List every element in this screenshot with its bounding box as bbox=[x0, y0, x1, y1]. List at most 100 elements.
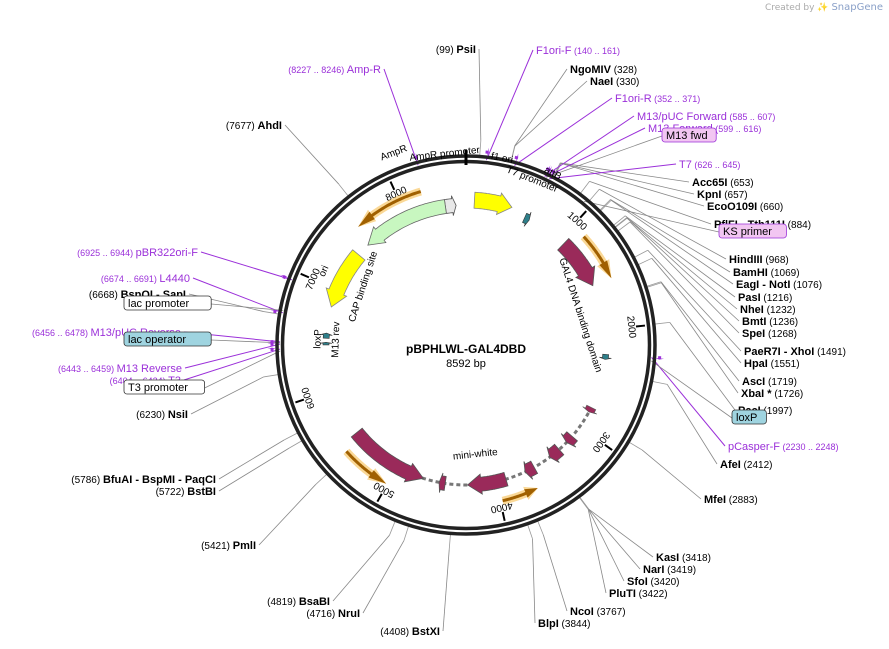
primer-leader bbox=[545, 127, 646, 178]
box-loxp bbox=[731, 409, 767, 425]
enzyme-label-ahdi-position: (7677) bbox=[226, 121, 258, 132]
enzyme-label-pflfi-tth111i-position: (884) bbox=[785, 220, 811, 231]
enzyme-label-pasi: PasI (1216) bbox=[738, 292, 792, 304]
enzyme-label-nrui: (4716) NruI bbox=[306, 608, 360, 620]
enzyme-stub bbox=[288, 439, 303, 449]
enzyme-label-spei-leader bbox=[629, 221, 740, 334]
enzyme-label-pmli: (5421) PmlI bbox=[201, 540, 256, 552]
enzyme-stub bbox=[315, 473, 328, 485]
enzyme-label-ngomiv-position: (328) bbox=[611, 65, 637, 76]
enzyme-label-paer7i-xhoi-position: (1491) bbox=[814, 347, 846, 358]
boxed-leader bbox=[211, 339, 281, 344]
enzyme-label-bstxi: (4408) BstXI bbox=[380, 626, 440, 638]
enzyme-stub bbox=[588, 188, 600, 202]
enzyme-label-naei-position: (330) bbox=[613, 77, 639, 88]
primer-leader bbox=[544, 115, 635, 177]
box-lac-operator bbox=[123, 331, 212, 347]
enzyme-label-asci-name: AscI bbox=[742, 376, 765, 388]
enzyme-stub bbox=[552, 163, 562, 178]
enzyme-label-bspqi-sapi-position: (6668) bbox=[89, 290, 121, 301]
inner-label-m13-rev: M13 rev bbox=[330, 321, 342, 357]
enzyme-stub bbox=[448, 533, 451, 550]
gal4-dashed-line bbox=[572, 412, 590, 436]
enzyme-label-naei: NaeI (330) bbox=[590, 76, 639, 88]
tick-label: 6000 bbox=[300, 385, 318, 410]
enzyme-label-pmli-leader bbox=[258, 484, 317, 546]
tick-mark bbox=[300, 272, 310, 279]
snapgene-brand: SnapGene bbox=[831, 2, 883, 13]
primer-label-f1ori-r: F1ori-R (352 .. 371) bbox=[615, 93, 700, 105]
enzyme-stub bbox=[645, 281, 662, 288]
enzyme-label-hindiii-position: (968) bbox=[763, 255, 789, 266]
boxed-label-lac-operator: lac operator bbox=[128, 334, 186, 346]
boxed-label-t3-promoter: T3 promoter bbox=[128, 382, 188, 394]
enzyme-label-hindiii-leader bbox=[599, 188, 727, 260]
enzyme-label-nhei-leader bbox=[626, 217, 738, 310]
enzyme-stub bbox=[389, 520, 396, 536]
enzyme-label-kpni: KpnI (657) bbox=[697, 189, 748, 201]
box-m13-fwd bbox=[661, 127, 717, 143]
enzyme-label-ahdi: (7677) AhdI bbox=[226, 120, 282, 132]
snapgene-credit: Created by ✨ SnapGene bbox=[765, 2, 883, 13]
primer-label-amp-r-range: (8227 .. 8246) bbox=[288, 65, 347, 75]
enzyme-label-xbai-name: XbaI * bbox=[741, 388, 772, 400]
enzyme-label-pasi-position: (1216) bbox=[761, 293, 793, 304]
enzyme-label-bstbi: (5722) BstBI bbox=[156, 486, 216, 498]
enzyme-label-pluti: PluTI (3422) bbox=[609, 588, 668, 600]
orange-arc-3-core bbox=[345, 450, 387, 484]
enzyme-label-kpni-position: (657) bbox=[721, 190, 747, 201]
primer-marker bbox=[270, 309, 280, 314]
tick-mark bbox=[389, 181, 396, 191]
enzyme-stub bbox=[536, 519, 544, 536]
center-title: pBPHLWL-GAL4DBD 8592 bp bbox=[406, 342, 526, 370]
boxed-label-ks-primer: KS primer bbox=[723, 226, 772, 238]
enzyme-label-bstxi-leader bbox=[442, 549, 450, 632]
enzyme-label-ncoi-name: NcoI bbox=[570, 606, 594, 618]
enzyme-stub bbox=[263, 311, 280, 315]
primer-leader bbox=[514, 97, 613, 166]
primer-marker bbox=[267, 340, 277, 344]
primer-label-m13-puc-forward-name: M13/pUC Forward bbox=[637, 111, 727, 123]
enzyme-label-hindiii-name: HindIII bbox=[729, 254, 763, 266]
enzyme-label-nari-name: NarI bbox=[643, 564, 664, 576]
enzyme-label-hindiii: HindIII (968) bbox=[729, 254, 789, 266]
boxed-label-loxp: loxP bbox=[736, 412, 757, 424]
enzyme-label-hpai-leader bbox=[651, 258, 742, 364]
enzyme-label-kasi-position: (3418) bbox=[679, 553, 711, 564]
tick-label: 1000 bbox=[565, 210, 589, 233]
enzyme-label-bfuai-bspmi-paqci-name: BfuAI - BspMI - PaqCI bbox=[103, 474, 216, 486]
enzyme-label-pmli-position: (5421) bbox=[201, 541, 233, 552]
enzyme-label-bmti-position: (1236) bbox=[766, 317, 798, 328]
tick-mark bbox=[376, 493, 383, 503]
mini-white-exon bbox=[466, 472, 509, 495]
primer-label-m13-puc-forward-range: (585 .. 607) bbox=[727, 112, 776, 122]
enzyme-label-bamhi: BamHI (1069) bbox=[733, 267, 800, 279]
enzyme-label-blpi: BlpI (3844) bbox=[538, 618, 590, 630]
enzyme-label-kpni-leader bbox=[560, 162, 695, 195]
enzyme-label-nrui-leader bbox=[362, 540, 405, 614]
enzyme-label-bstxi-name: BstXI bbox=[412, 626, 440, 638]
enzyme-label-spei-name: SpeI bbox=[742, 328, 765, 340]
enzyme-label-xbai-leader bbox=[660, 282, 739, 394]
plasmid-name: pBPHLWL-GAL4DBD bbox=[406, 342, 526, 356]
enzyme-label-bamhi-name: BamHI bbox=[733, 267, 768, 279]
mini-white-exon bbox=[438, 472, 447, 493]
primer-label-l4440: (6674 .. 6691) L4440 bbox=[101, 273, 190, 285]
tick-mark bbox=[579, 210, 587, 219]
enzyme-label-bmti-name: BmtI bbox=[742, 316, 766, 328]
primer-label-amp-r: (8227 .. 8246) Amp-R bbox=[288, 64, 381, 76]
enzyme-label-bamhi-position: (1069) bbox=[768, 268, 800, 279]
primer-label-m13-reverse-range: (6443 .. 6459) bbox=[58, 364, 117, 374]
enzyme-label-asci-leader bbox=[660, 281, 740, 382]
enzyme-label-bsabi: (4819) BsaBI bbox=[267, 596, 330, 608]
enzyme-label-bstxi-position: (4408) bbox=[380, 627, 412, 638]
enzyme-label-afei: AfeI (2412) bbox=[720, 459, 772, 471]
mini-white-exon bbox=[350, 427, 424, 483]
primer-label-m13-puc-reverse-range: (6456 .. 6478) bbox=[32, 328, 91, 338]
enzyme-label-kpni-name: KpnI bbox=[697, 189, 721, 201]
enzyme-label-bmti-leader bbox=[626, 217, 740, 322]
enzyme-label-pflfi-tth111i-leader bbox=[589, 180, 712, 225]
enzyme-label-afei-leader bbox=[666, 384, 718, 465]
primer-label-pbr322ori-f-name: pBR322ori-F bbox=[136, 247, 199, 259]
